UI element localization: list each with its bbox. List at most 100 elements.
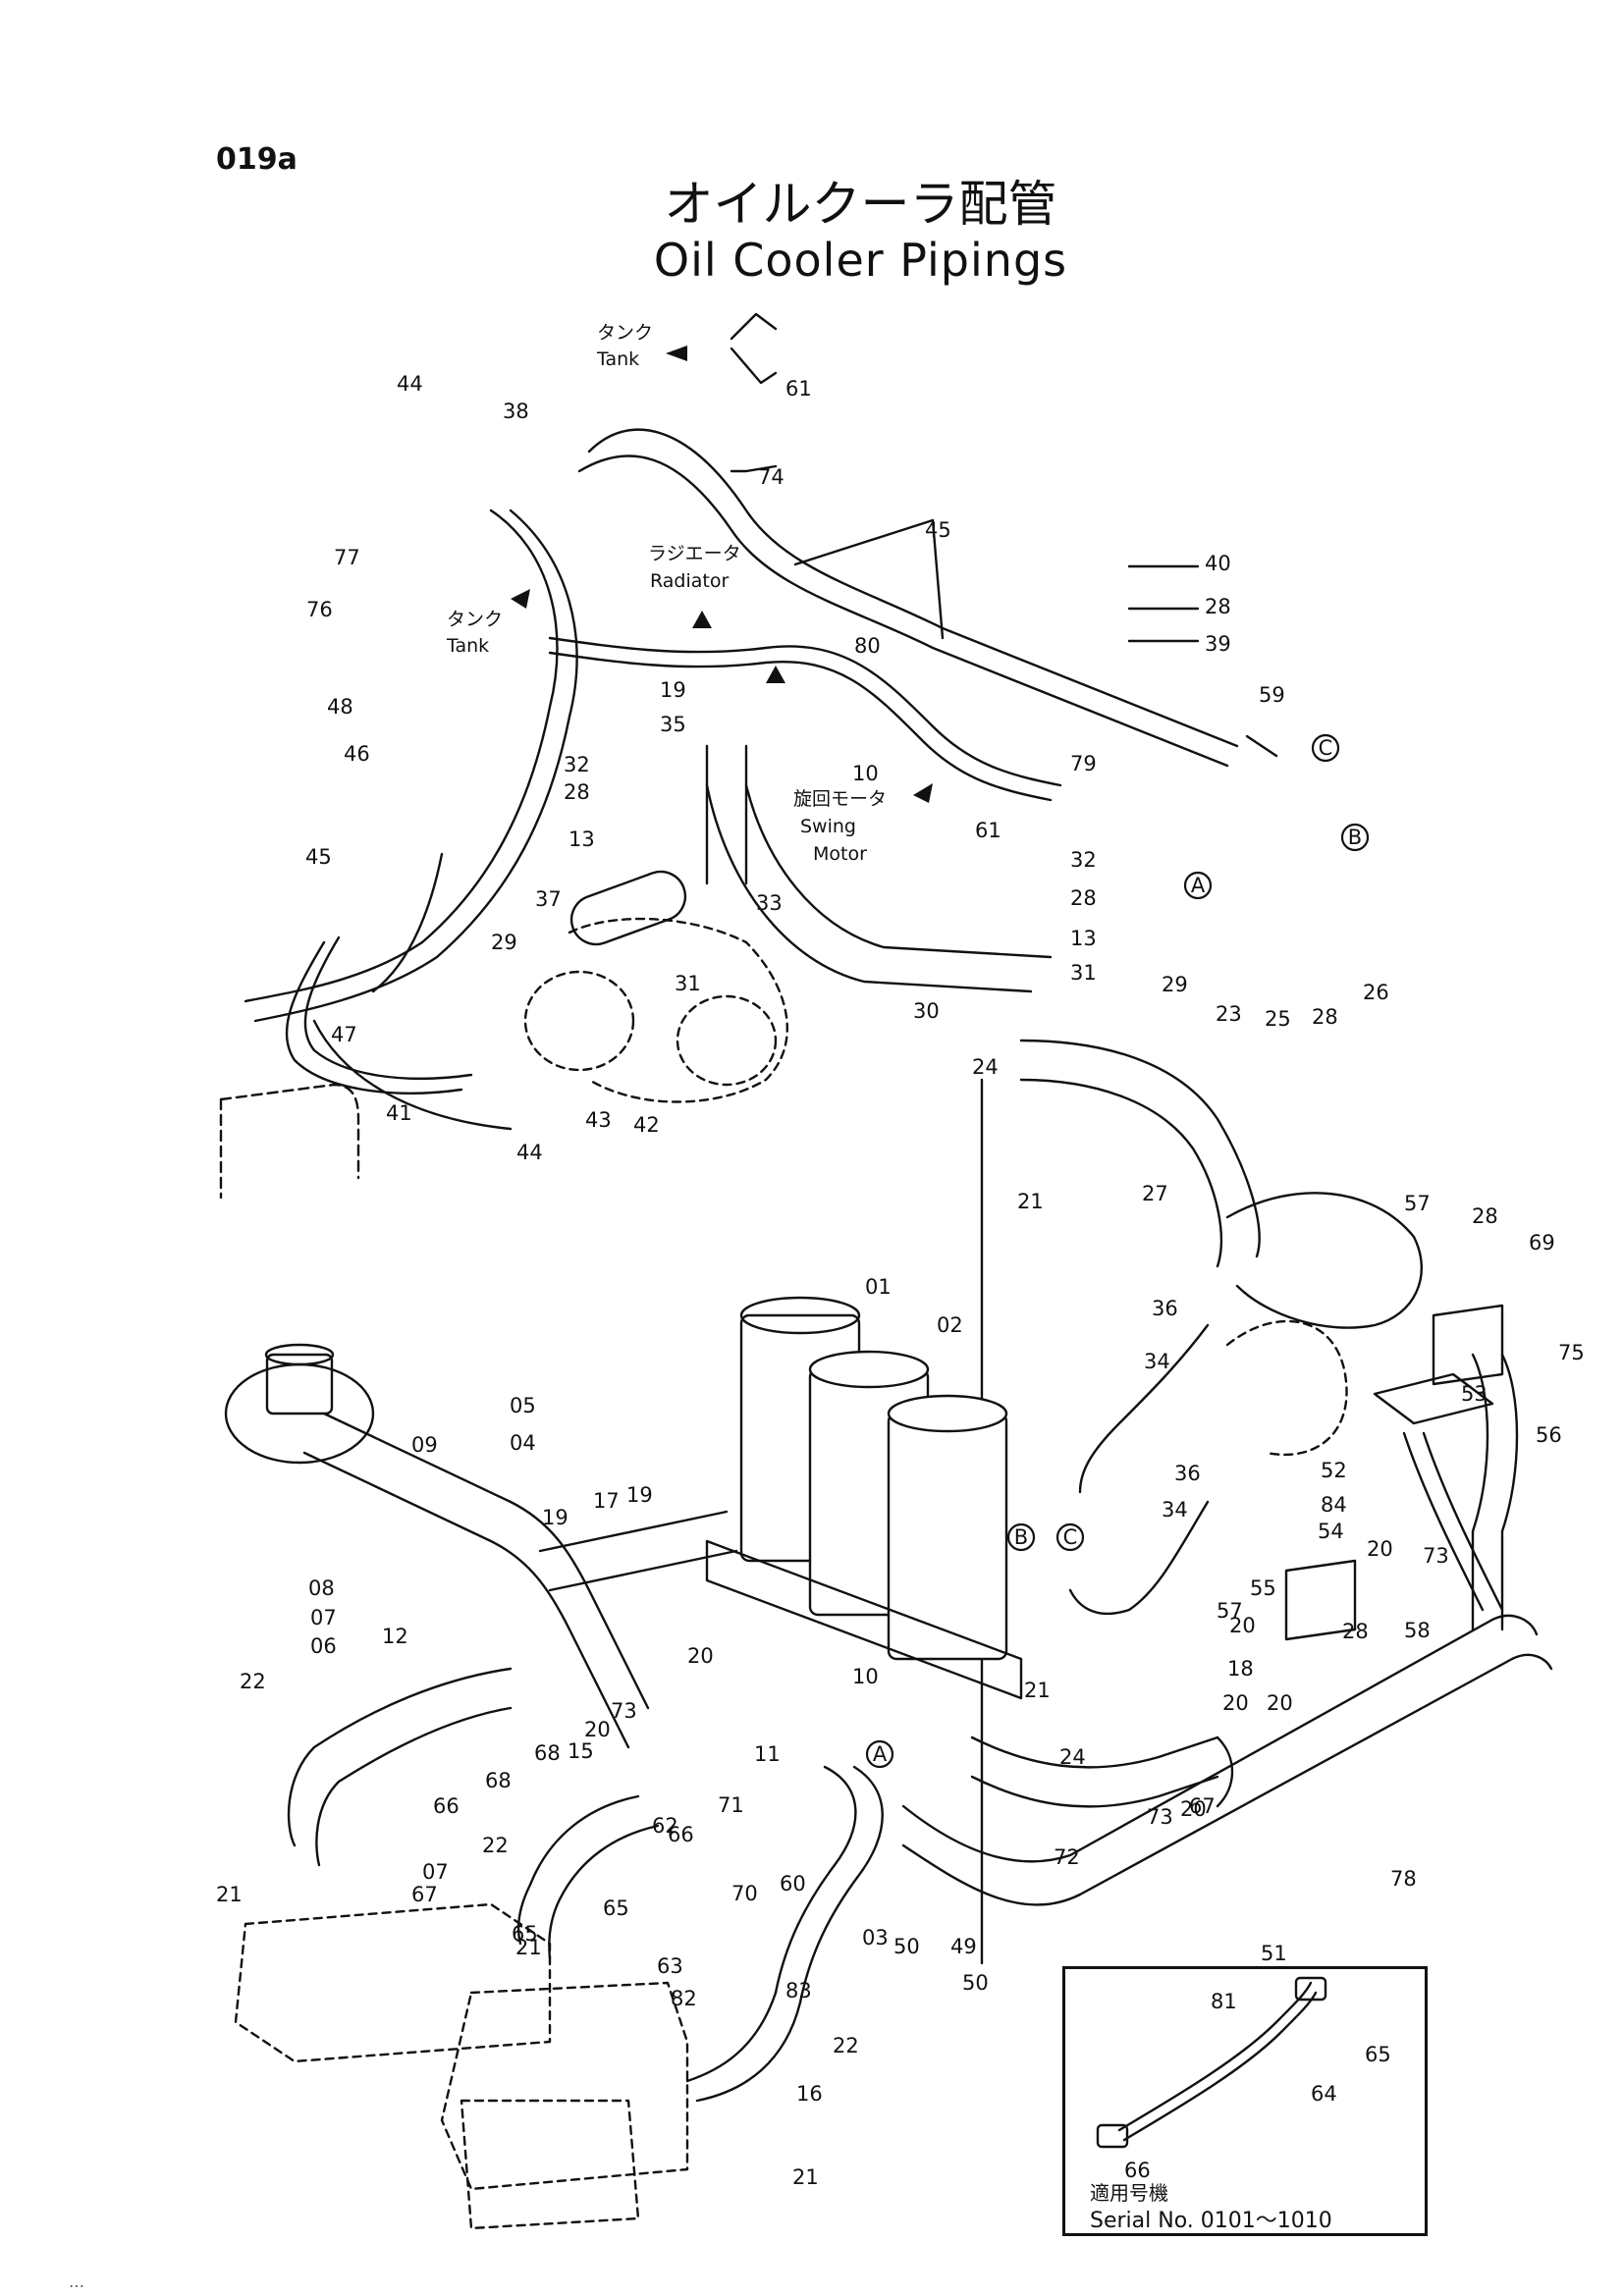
part-number-label: 63 [657,1954,683,1978]
inset-part-66: 66 [1124,2159,1151,2182]
part-number-label: 57 [1217,1599,1243,1623]
part-number-label: 23 [1216,1002,1242,1026]
pipe-09-b [302,1451,630,1749]
part-number-label: 73 [611,1699,637,1723]
part-number-label: 25 [1265,1007,1291,1031]
pipe-37 [569,870,687,946]
pipe-72-b [970,1775,1219,1808]
arrow-tank2-icon [511,589,530,609]
pipe-23 [1019,1039,1261,1258]
part-number-label: 62 [652,1814,678,1838]
part-number-label: 36 [1174,1462,1201,1485]
hose-upper-right [587,428,1239,748]
pump-upper [1225,1192,1424,1329]
part-number-label: 84 [1321,1493,1347,1517]
leader-40-28-39 [1127,564,1200,643]
inset-hose-64 [1117,1981,1313,2132]
pipe-23-b [1019,1078,1223,1268]
pipe-15-b [548,1824,660,1960]
part-number-label: 21 [1017,1190,1044,1213]
part-number-label: 76 [306,598,333,621]
part-number-label: 66 [433,1794,460,1818]
inset-part-64: 64 [1311,2082,1337,2106]
arrow-up-icon [766,666,785,683]
engine-port [523,970,635,1072]
oil-cooler-02-top [808,1350,930,1389]
part-number-label: 28 [1205,595,1231,618]
hose-left-loop [243,508,559,1003]
part-number-label: 73 [1423,1544,1449,1568]
inset-detail-box [1062,1966,1428,2236]
part-number-label: 28 [564,780,590,804]
part-number-label: 09 [411,1433,438,1457]
part-number-label: 78 [1390,1867,1417,1891]
part-number-label: 02 [937,1313,963,1337]
part-number-label: 21 [515,1936,542,1959]
part-number-label: 53 [1461,1382,1488,1406]
swivel-joint [265,1353,334,1415]
part-number-label: 10 [852,1665,879,1688]
inset-hose-64-b [1122,1991,1318,2142]
part-number-label: 72 [1054,1845,1080,1869]
part-number-label: 34 [1162,1498,1188,1522]
part-number-label: 83 [785,1979,812,2002]
callout-c-top: C [1319,736,1333,760]
leader-74 [730,464,778,473]
part-number-label: 55 [1250,1576,1276,1600]
pipe-51 [901,1653,1553,1906]
part-number-label: 43 [585,1108,612,1132]
part-number-label: 80 [854,634,881,658]
control-valve-2 [440,1981,689,2191]
hose-middle [548,636,1062,787]
part-number-label: 68 [485,1769,512,1792]
pipe-16 [685,1991,802,2103]
part-number-label: 46 [344,742,370,766]
part-number-label: 56 [1536,1423,1562,1447]
callout-a-bottom-icon [865,1739,894,1769]
part-number-label: 07 [310,1606,337,1629]
part-number-label: 03 [862,1926,889,1949]
part-number-label: 58 [1404,1619,1431,1642]
callout-a-bottom: A [873,1742,888,1766]
part-number-label: 48 [327,695,353,719]
note-swing-en-2: Motor [813,843,867,865]
part-number-label: 18 [1227,1657,1254,1681]
part-number-label: 67 [1189,1794,1216,1818]
hose-56-b [1500,1353,1519,1631]
pipe-15 [516,1794,640,1946]
hose-lower-left-b [303,935,473,1080]
part-number-label: 61 [785,377,812,400]
pipe-17-b [548,1549,738,1592]
part-number-label: 74 [758,465,784,489]
part-number-label: 24 [1059,1745,1086,1769]
leader-61-top [730,312,778,385]
part-number-label: 28 [1070,886,1097,910]
part-number-label: 29 [1162,973,1188,996]
pipe-17 [538,1510,729,1553]
part-number-label: 50 [962,1971,989,1995]
part-number-label: 44 [516,1141,543,1164]
part-number-label: 73 [1147,1805,1173,1829]
part-number-label: 13 [568,828,595,851]
part-number-label: 22 [833,2034,859,2057]
callout-c-top-icon [1311,733,1340,763]
part-number-label: 36 [1152,1297,1178,1320]
callout-c-mid-icon [1055,1522,1085,1552]
part-number-label: 41 [386,1101,412,1125]
callout-a-top: A [1191,874,1206,897]
part-number-label: 08 [308,1576,335,1600]
part-number-label: 81 [1211,1990,1237,2013]
part-number-label: 01 [865,1275,892,1299]
inset-part-65: 65 [1365,2043,1391,2066]
inset-fitting-66 [1096,2123,1129,2149]
part-number-label: 32 [1070,848,1097,872]
part-number-label: 06 [310,1634,337,1658]
part-number-label: 30 [913,999,940,1023]
part-number-label: 37 [535,887,562,911]
part-number-label: 16 [796,2082,823,2106]
block-53 [1373,1372,1494,1425]
part-number-label: 31 [1070,961,1097,985]
pipe-03 [774,1765,857,1995]
